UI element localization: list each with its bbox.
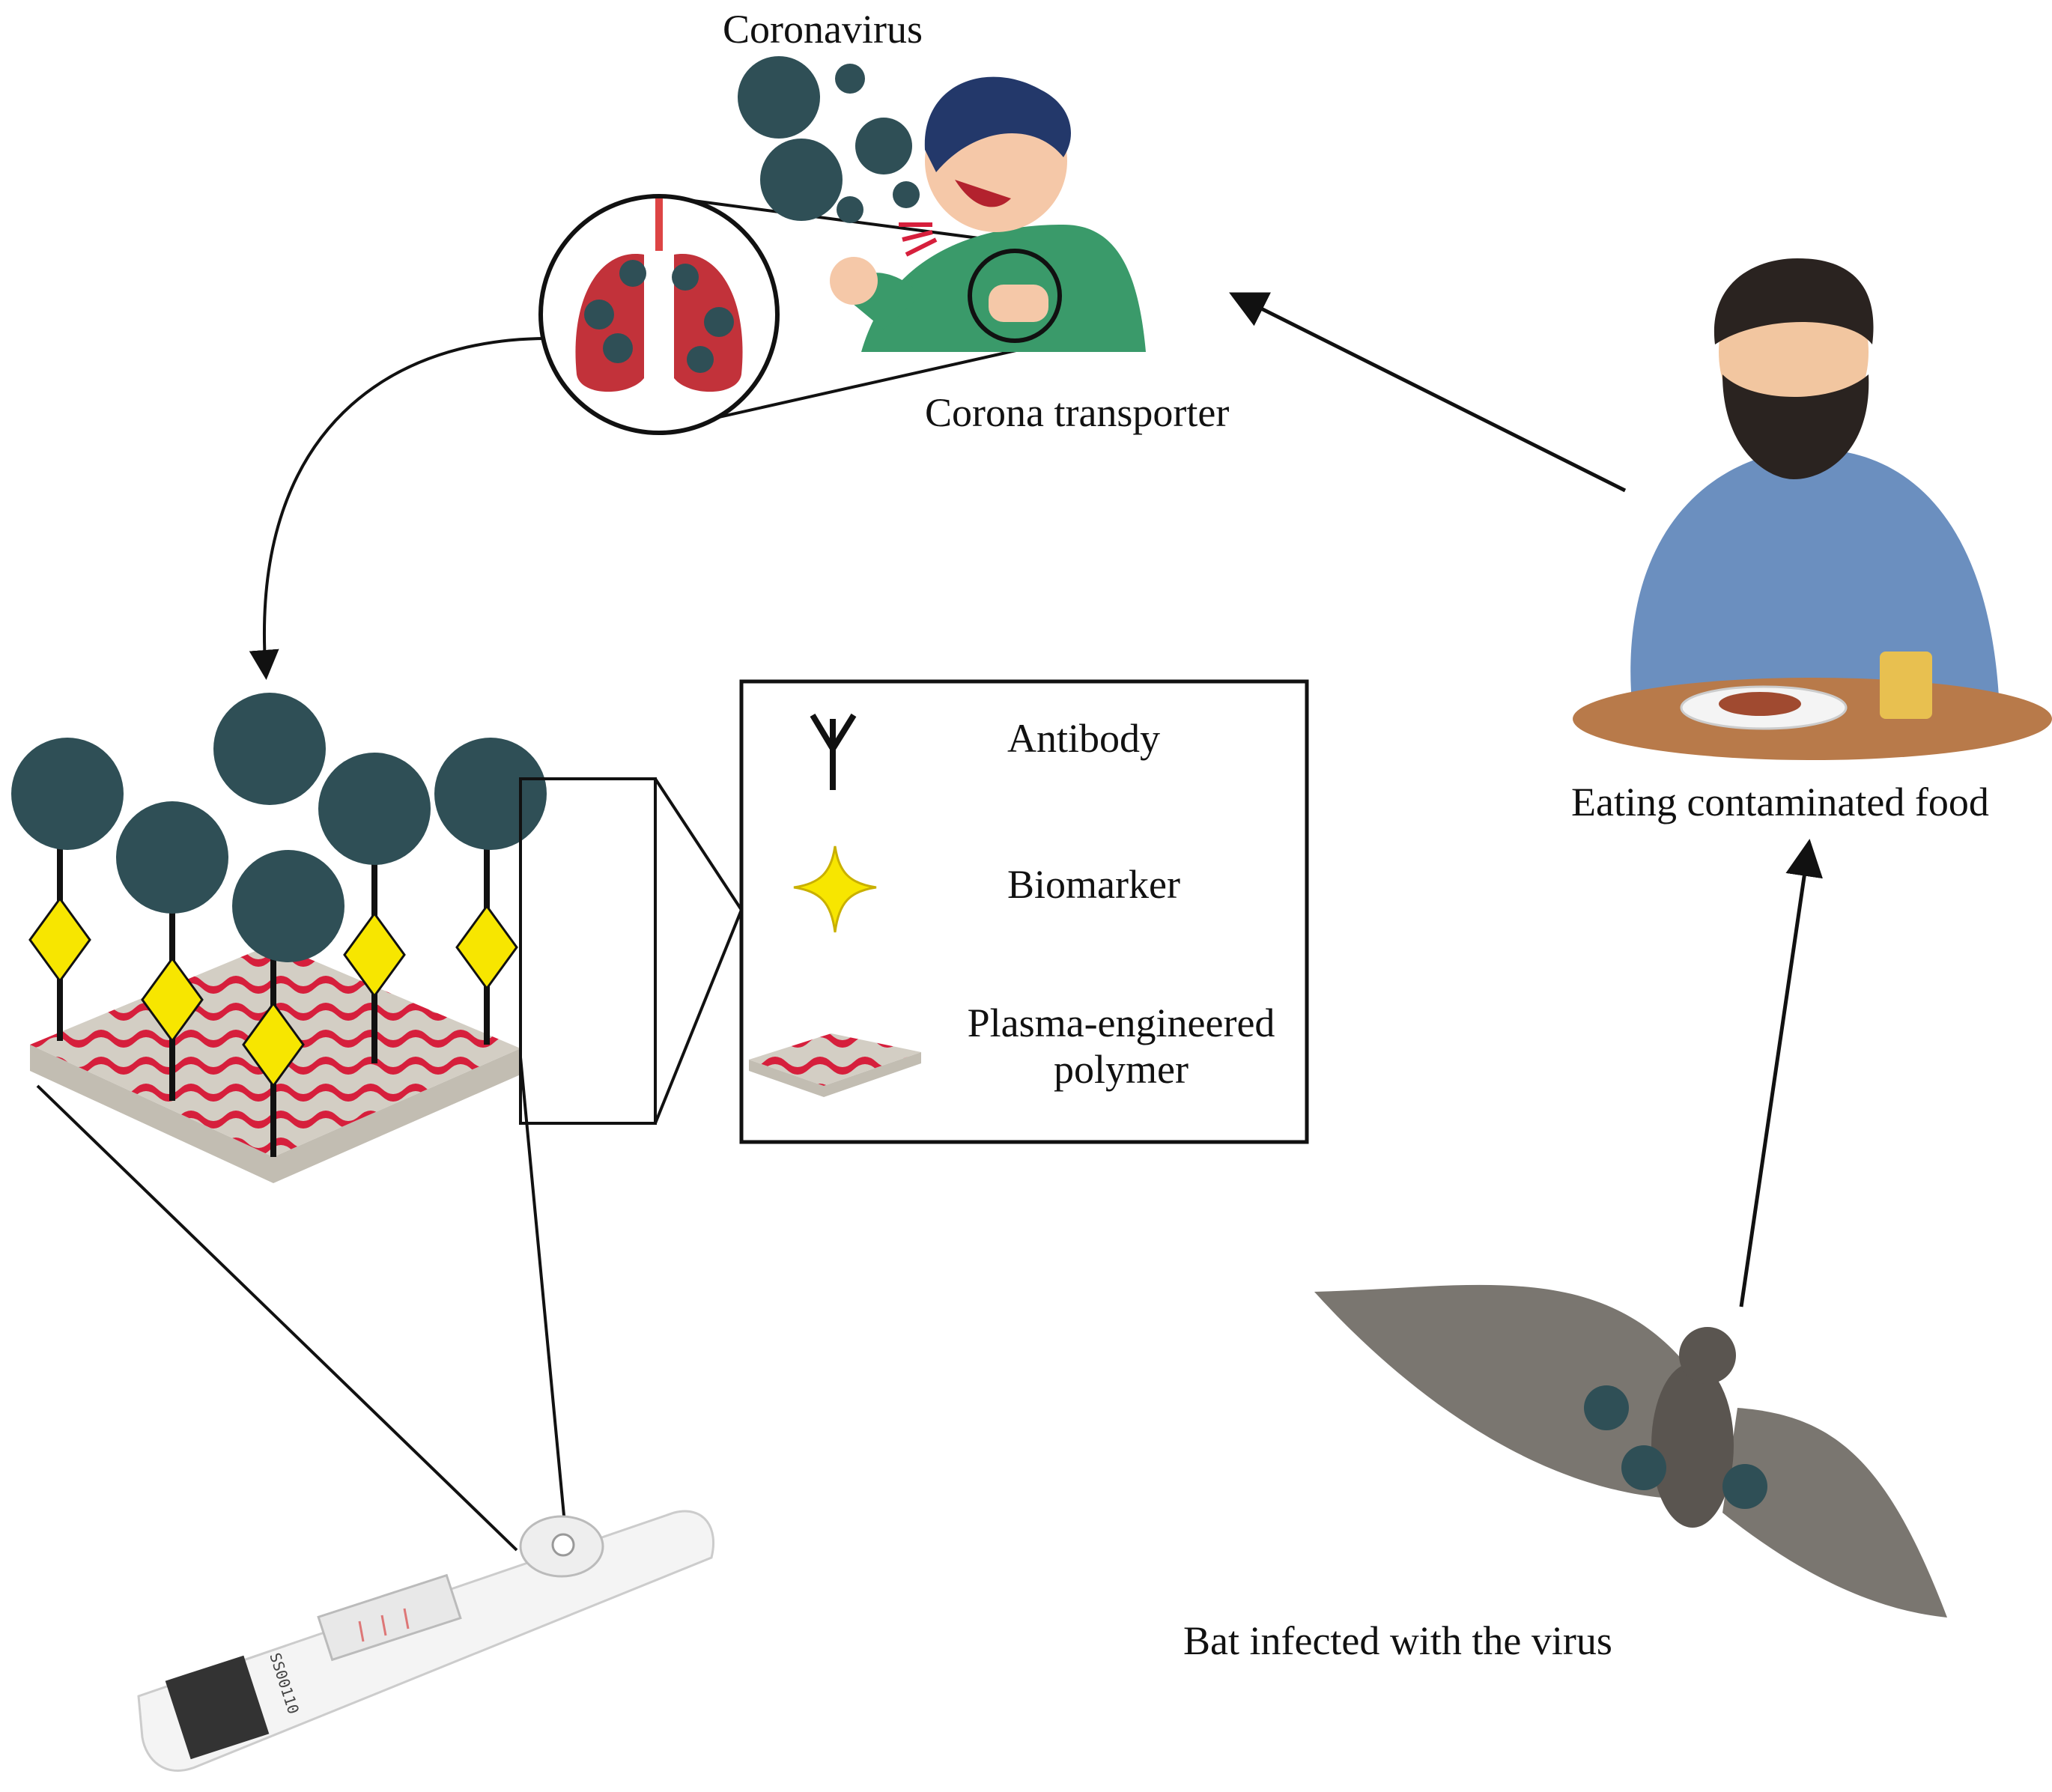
fist-icon — [830, 257, 878, 305]
bat-right-wing — [1722, 1408, 1947, 1618]
sensor-zoom-box — [519, 777, 657, 1125]
coronavirus-label: Coronavirus — [723, 7, 923, 52]
food-to-transporter-arrow — [1229, 292, 1627, 493]
bat-body — [1651, 1363, 1734, 1528]
biomarkers — [28, 896, 518, 1088]
antibody-legend-icon — [810, 713, 857, 790]
steak — [1719, 692, 1801, 716]
bound-virus-icon — [11, 738, 124, 850]
lung-to-sensor-arrow — [249, 337, 592, 680]
biomarker-icon — [28, 896, 91, 983]
legend-biomarker-label: Biomarker — [1007, 862, 1180, 907]
qr-code — [165, 1655, 270, 1760]
cough-burst — [899, 222, 938, 257]
strip-zoom-line-right — [519, 1057, 567, 1532]
lung-virus-icon — [584, 300, 614, 329]
bat-virus-icon — [1584, 1385, 1629, 1430]
eating-man-illustration — [1573, 258, 2052, 760]
eating-food-label: Eating contaminated food — [1571, 780, 1989, 824]
strip-zoom-line-left — [36, 1084, 518, 1552]
airborne-virus-icon — [738, 56, 820, 139]
bat-to-food-arrow — [1739, 839, 1823, 1307]
legend-polymer-label: Plasma-engineered polymer — [945, 1000, 1297, 1093]
bat-left-wing — [1314, 1284, 1685, 1498]
chest-magnifier — [968, 249, 1062, 343]
bat-label: Bat infected with the virus — [1183, 1618, 1612, 1663]
sensor-base-side — [30, 1045, 520, 1183]
corona-transporter-label: Corona transporter — [925, 390, 1230, 435]
legend-antibody-label: Antibody — [1007, 716, 1161, 761]
hair — [1713, 258, 1874, 344]
legend-polymer-line1: Plasma-engineered — [967, 1000, 1275, 1045]
sensor-viruses — [11, 693, 547, 962]
coughing-man-illustration — [830, 76, 1146, 352]
polymer-legend-icon — [749, 1033, 921, 1097]
beer-mug — [1880, 652, 1932, 719]
airborne-viruses — [738, 56, 920, 223]
bat-head — [1679, 1327, 1736, 1384]
test-strip: SS00110 — [137, 1510, 715, 1772]
legend-polymer-line2: polymer — [1054, 1047, 1189, 1092]
blue-shirt — [1630, 449, 2000, 711]
biomarker-legend-icon — [793, 845, 877, 933]
lungs-magnifier — [538, 194, 780, 435]
hair — [924, 76, 1071, 172]
bat-illustration — [1314, 1284, 1947, 1618]
zoom-line-top — [658, 195, 1019, 245]
result-window — [317, 1573, 462, 1662]
beard — [1722, 374, 1869, 479]
biosensor — [11, 693, 547, 1183]
